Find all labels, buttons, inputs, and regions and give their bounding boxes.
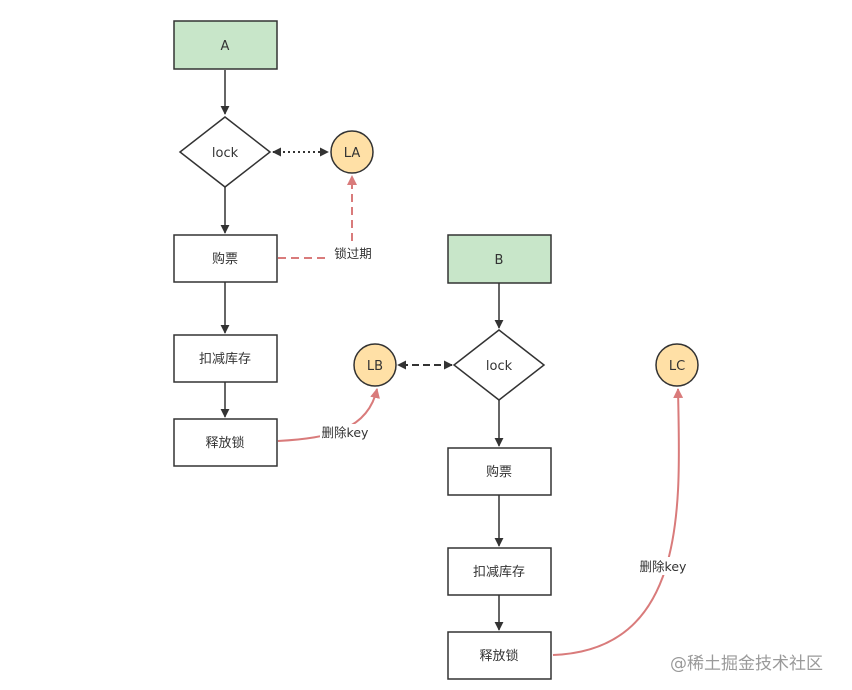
node-a-start: A — [173, 20, 278, 70]
node-lb: LB — [353, 343, 397, 387]
edge-label-bg-delete-key-a — [320, 424, 370, 441]
node-lc: LC — [655, 343, 699, 387]
node-a-buy: 购票 — [173, 234, 278, 283]
node-b-release: 释放锁 — [447, 631, 552, 680]
node-b-deduct: 扣减库存 — [447, 547, 552, 596]
edge-label-lock-expired: 锁过期 — [334, 246, 372, 261]
node-b-lock: lock — [452, 329, 546, 401]
node-b-lock-label: lock — [486, 359, 513, 374]
node-la-label: LA — [344, 146, 361, 161]
edge-label-delete-key-a: 删除key — [322, 425, 369, 440]
node-lb-label: LB — [367, 359, 383, 374]
node-b-deduct-label: 扣减库存 — [473, 564, 525, 580]
edge-label-bg-lock-expired — [330, 244, 376, 262]
node-b-start: B — [447, 234, 552, 284]
node-lc-label: LC — [669, 359, 685, 374]
node-a-buy-label: 购票 — [212, 251, 238, 267]
node-b-buy: 购票 — [447, 447, 552, 496]
node-b-buy-label: 购票 — [486, 464, 512, 480]
edge-label-delete-key-b: 删除key — [640, 559, 687, 574]
node-a-release: 释放锁 — [173, 418, 278, 467]
node-a-lock: lock — [178, 116, 272, 188]
node-b-release-label: 释放锁 — [479, 648, 518, 664]
node-a-deduct: 扣减库存 — [173, 334, 278, 383]
node-a-start-label: A — [221, 39, 230, 54]
node-a-release-label: 释放锁 — [205, 435, 244, 451]
node-la: LA — [330, 130, 374, 174]
node-a-deduct-label: 扣减库存 — [199, 351, 251, 367]
watermark: @稀土掘金技术社区 — [670, 654, 823, 674]
node-b-start-label: B — [495, 253, 504, 268]
edge-label-bg-delete-key-b — [637, 557, 689, 575]
edge-delete-key-b — [552, 388, 684, 656]
node-a-lock-label: lock — [212, 146, 239, 161]
